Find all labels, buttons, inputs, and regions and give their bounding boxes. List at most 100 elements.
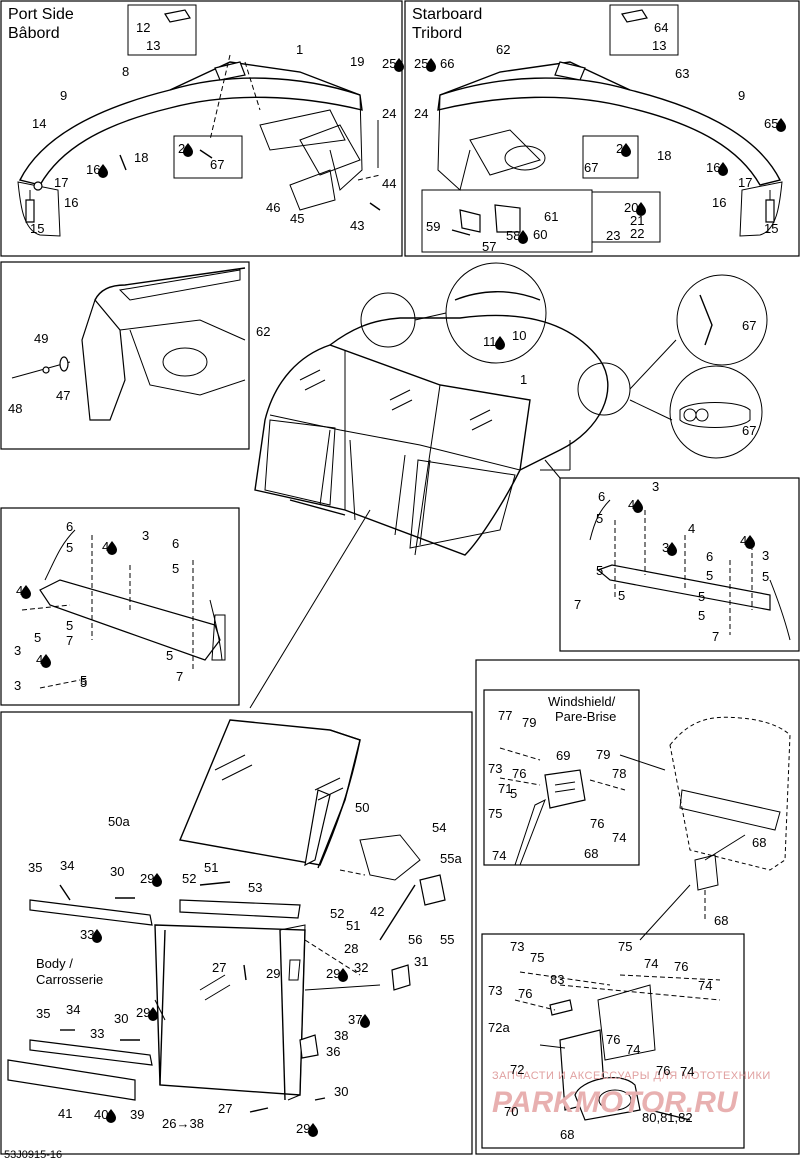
callout-left_bracket-6: 5	[66, 618, 73, 633]
callout-starboard-20: 58	[506, 228, 520, 243]
callout-lower_left-28: 30	[114, 1011, 128, 1026]
callout-port-11: 17	[54, 175, 68, 190]
body-subtitle: Carrosserie	[36, 972, 103, 987]
callout-lower_right-7: 73	[488, 983, 502, 998]
right-bracket-panel	[559, 477, 800, 652]
callout-starboard-5: 63	[675, 66, 689, 81]
callout-main-0: 62	[256, 324, 270, 339]
callout-lower_right-9: 72a	[488, 1020, 510, 1035]
callout-port-5: 14	[32, 116, 46, 131]
callout-left_bracket-14: 3	[14, 678, 21, 693]
callout-port-4: 9	[60, 88, 67, 103]
callout-right_bracket-9: 3	[762, 548, 769, 563]
callout-lower_right-13: 76	[656, 1063, 670, 1078]
callout-left_bracket-11: 7	[66, 633, 73, 648]
callout-lower_left-36: 29	[296, 1121, 310, 1136]
callout-main-2: 11	[483, 334, 497, 349]
callout-right_bracket-8: 4	[740, 533, 747, 548]
lower-left-drawing	[7, 719, 446, 1113]
callout-windshield_detail-15: 68	[714, 913, 728, 928]
callout-port-8: 24	[382, 106, 396, 121]
watermark-logo: PARKMOTOR.RU	[492, 1086, 739, 1119]
callout-lower_right-11: 76	[606, 1032, 620, 1047]
callout-lower_right-16: 80,81,82	[642, 1110, 693, 1125]
sealant-drop-icon	[621, 143, 631, 157]
callout-lower_left-32: 40	[94, 1107, 108, 1122]
callout-starboard-9: 67	[584, 160, 598, 175]
callout-lower_left-26: 35	[36, 1006, 50, 1021]
callout-lower_left-37: 26→38	[162, 1116, 204, 1131]
callout-starboard-24: 22	[630, 226, 644, 241]
sealant-drop-icon	[41, 654, 51, 668]
starboard-side-panel	[404, 0, 800, 257]
callout-port-0: 12	[136, 20, 150, 35]
callout-lower_right-0: 73	[510, 939, 524, 954]
lower-right-panel	[475, 659, 800, 1155]
callout-starboard-19: 57	[482, 239, 496, 254]
callout-lower_right-3: 74	[644, 956, 658, 971]
callout-lower_left-10: 53	[248, 880, 262, 895]
callout-lower_left-6: 30	[110, 864, 124, 879]
callout-lower_left-24: 38	[334, 1028, 348, 1043]
callout-lower_left-16: 33	[80, 927, 94, 942]
callout-windshield_detail-6: 78	[612, 766, 626, 781]
callout-lower_left-21: 32	[354, 960, 368, 975]
callout-right_bracket-14: 5	[618, 588, 625, 603]
callout-windshield_detail-7: 71	[498, 781, 512, 796]
callout-starboard-21: 60	[533, 227, 547, 242]
sealant-drop-icon	[518, 230, 528, 244]
callout-lower_left-23: 37	[348, 1012, 362, 1027]
callout-port-2: 1	[296, 42, 303, 57]
callout-starboard-1: 13	[652, 38, 666, 53]
callout-lower_left-1: 50a	[108, 814, 130, 829]
callout-starboard-7: 65	[764, 116, 778, 131]
callout-lower_left-13: 42	[370, 904, 384, 919]
lower-right-detail-box	[481, 933, 745, 1149]
callout-port-18: 45	[290, 211, 304, 226]
port-side-subtitle: Bâbord	[8, 25, 60, 42]
callout-port-3: 8	[122, 64, 129, 79]
sealant-drop-icon	[107, 541, 117, 555]
callout-windshield_detail-1: 79	[522, 715, 536, 730]
callout-right_bracket-6: 4	[688, 521, 695, 536]
callout-lower_left-7: 29	[140, 871, 154, 886]
left-bracket-panel	[0, 507, 240, 706]
body-title: Body /	[36, 956, 73, 971]
right-bracket-drawing	[589, 499, 791, 641]
callout-lower_right-8: 76	[518, 986, 532, 1001]
side-view-panel	[0, 261, 250, 450]
sealant-drop-icon	[148, 1007, 158, 1021]
callout-starboard-6: 9	[738, 88, 745, 103]
callout-starboard-8: 24	[414, 106, 428, 121]
sealant-drop-icon	[106, 1109, 116, 1123]
callout-starboard-23: 23	[606, 228, 620, 243]
callout-starboard-10: 2	[616, 141, 623, 156]
callout-windshield_detail-4: 76	[512, 766, 526, 781]
callout-windshield_detail-9: 75	[488, 806, 502, 821]
callout-starboard-11: 18	[657, 148, 671, 163]
sealant-drop-icon	[360, 1014, 370, 1028]
callout-left_bracket-8: 3	[14, 643, 21, 658]
callout-port-10: 18	[134, 150, 148, 165]
callout-right_bracket-12: 5	[698, 608, 705, 623]
callout-starboard-14: 16	[712, 195, 726, 210]
sealant-drop-icon	[667, 542, 677, 556]
callout-lower_left-34: 27	[218, 1101, 232, 1116]
callout-right_bracket-16: 7	[712, 629, 719, 644]
callout-starboard-13: 17	[738, 175, 752, 190]
left-bracket-drawing	[21, 529, 226, 689]
windshield-detail-box	[483, 689, 640, 866]
callout-windshield_detail-8: 5	[510, 786, 517, 801]
port-side-drawing	[17, 4, 381, 237]
callout-left_bracket-16: 7	[176, 669, 183, 684]
watermark-text: ЗАПЧАСТИ И АКСЕССУАРЫ ДЛЯ МОТОТЕХНИКИ	[492, 1070, 771, 1082]
callout-windshield_detail-13: 68	[584, 846, 598, 861]
sealant-drop-icon	[152, 873, 162, 887]
callout-windshield_detail-0: 77	[498, 708, 512, 723]
callout-lower_left-22: 31	[414, 954, 428, 969]
sealant-drop-icon	[635, 202, 646, 217]
sealant-drop-icon	[394, 58, 404, 72]
callout-right_bracket-11: 5	[762, 569, 769, 584]
callout-windshield_detail-14: 68	[752, 835, 766, 850]
callout-left_bracket-2: 3	[142, 528, 149, 543]
